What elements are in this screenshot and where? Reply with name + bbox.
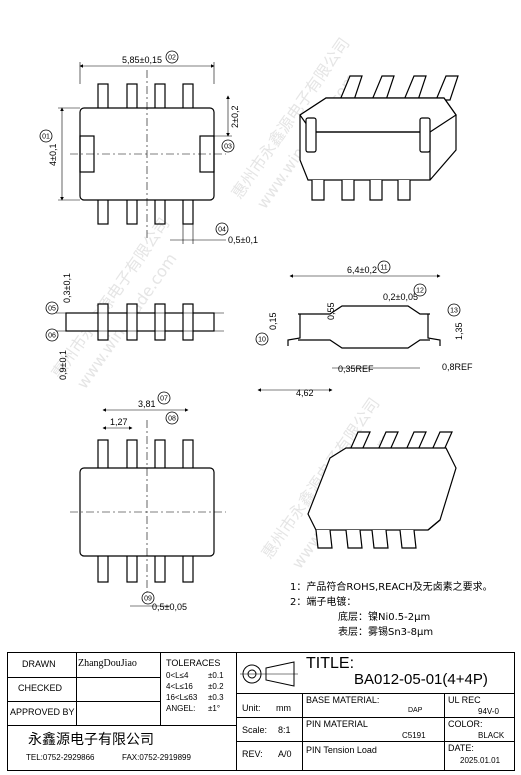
dim-03: 0,3±0,1 xyxy=(62,273,72,303)
balloon-06: 06 xyxy=(45,328,59,342)
technical-drawing: 惠州市永鑫源电子有限公司 www.win-made.com 惠州市永鑫源电子有限… xyxy=(39,34,473,612)
profile-view xyxy=(257,274,441,392)
pin-material-value: C5191 xyxy=(402,731,426,740)
balloon-10: 10 xyxy=(255,332,269,346)
svg-text:08: 08 xyxy=(168,416,176,423)
top-view xyxy=(58,62,232,244)
svg-text:11: 11 xyxy=(380,265,387,272)
ul-label: UL REC xyxy=(448,695,481,705)
note-3: 底层：镍Ni0.5-2μm xyxy=(338,612,431,623)
tol-range-1: 0<L≤4 xyxy=(166,671,189,680)
drawn-label: DRAWN xyxy=(22,659,56,669)
title-label: TITLE: xyxy=(306,655,355,672)
rev-value: A/0 xyxy=(278,749,292,759)
top-view-labels: 5,85±0,15 4±0,1 2±0,2 0,5±0,1 xyxy=(48,55,258,245)
tol-val-2: ±0.2 xyxy=(208,682,224,691)
dim-381: 3,81 xyxy=(138,399,156,409)
drawn-value: ZhangDouJiao xyxy=(78,658,137,669)
svg-text:09: 09 xyxy=(144,596,152,603)
color-label: COLOR: xyxy=(448,719,483,729)
balloon-02: 02 xyxy=(165,50,179,64)
checked-label: CHECKED xyxy=(18,683,63,693)
svg-text:05: 05 xyxy=(48,306,56,313)
tol-range-4: ANGEL: xyxy=(166,704,196,713)
svg-text:02: 02 xyxy=(168,55,176,62)
date-label: DATE: xyxy=(448,743,474,753)
dim-055: 0,55 xyxy=(326,302,336,320)
dim-64: 6,4±0,2 xyxy=(347,265,377,275)
svg-text:01: 01 xyxy=(42,134,50,141)
bottom-view-labels: 3,81 1,27 0,5±0,05 xyxy=(110,399,187,612)
bottom-view xyxy=(70,408,226,607)
dim-015: 0,15 xyxy=(268,312,278,330)
svg-text:10: 10 xyxy=(258,337,266,344)
ul-value: 94V-0 xyxy=(478,707,499,716)
scale-label: Scale: xyxy=(242,725,268,735)
pin-tension-label: PIN Tension Load xyxy=(306,745,377,755)
svg-text:06: 06 xyxy=(48,333,56,340)
profile-view-labels: 6,4±0,2 0,2±0,05 0,15 0,55 1,35 0,35REF … xyxy=(268,265,473,398)
balloon-04: 04 xyxy=(215,222,229,236)
dim-2: 2±0,2 xyxy=(230,106,240,128)
rev-label: REV: xyxy=(242,749,263,759)
dim-08: 0,8REF xyxy=(442,362,473,372)
side-view-labels: 0,3±0,1 0,9±0,1 xyxy=(58,273,72,380)
unit-label: Unit: xyxy=(242,703,261,713)
balloon-05: 05 xyxy=(45,301,59,315)
company-name: 永鑫源电子有限公司 xyxy=(28,732,154,748)
note-2: 2：端子电镀： xyxy=(290,597,357,608)
balloons: 01 02 03 04 05 06 07 08 09 10 11 12 13 xyxy=(39,50,461,605)
balloon-08: 08 xyxy=(165,411,179,425)
dim-width-body: 5,85±0,15 xyxy=(122,55,162,65)
dim-462: 4,62 xyxy=(296,388,314,398)
base-material-label: BASE MATERIAL: xyxy=(306,695,380,705)
dim-05b: 0,5±0,05 xyxy=(152,602,187,612)
projection-symbol-icon xyxy=(240,661,298,687)
dim-height-body: 4±0,1 xyxy=(48,144,58,166)
company-tel: TEL:0752-2929866 xyxy=(26,753,95,762)
tol-range-2: 4<L≤16 xyxy=(166,682,193,691)
dim-135: 1,35 xyxy=(454,322,464,340)
balloon-11: 11 xyxy=(377,260,391,274)
scale-value: 8:1 xyxy=(278,725,291,735)
tol-val-4: ±1° xyxy=(208,704,221,713)
dim-127: 1,27 xyxy=(110,417,128,427)
balloon-09: 09 xyxy=(141,591,155,605)
company-fax: FAX:0752-2919899 xyxy=(122,753,191,762)
svg-text:04: 04 xyxy=(218,227,226,234)
dim-02: 0,2±0,05 xyxy=(383,292,418,302)
base-material-value: DAP xyxy=(408,707,423,714)
title-block: DRAWN ZhangDouJiao CHECKED APPROVED BY T… xyxy=(7,652,515,771)
balloon-12: 12 xyxy=(413,283,427,297)
approved-label: APPROVED BY xyxy=(10,707,75,717)
notes: 1：产品符合ROHS,REACH及无卤素之要求。 2：端子电镀： 底层：镍Ni0… xyxy=(290,580,493,640)
pin-material-label: PIN MATERIAL xyxy=(306,719,368,729)
svg-text:13: 13 xyxy=(450,308,458,315)
note-4: 表层：雾锡Sn3-8μm xyxy=(338,627,434,638)
iso-view-top xyxy=(299,75,459,201)
balloon-03: 03 xyxy=(221,139,235,153)
svg-text:03: 03 xyxy=(224,144,232,151)
svg-text:12: 12 xyxy=(416,288,424,295)
dim-09: 0,9±0,1 xyxy=(58,350,68,380)
dim-035: 0,35REF xyxy=(338,364,374,374)
tolerances-label: TOLERACES xyxy=(166,658,221,668)
unit-value: mm xyxy=(276,703,291,713)
note-1: 1：产品符合ROHS,REACH及无卤素之要求。 xyxy=(290,582,493,593)
iso-view-bottom xyxy=(307,431,457,549)
balloon-01: 01 xyxy=(39,129,53,143)
dim-05: 0,5±0,1 xyxy=(228,235,258,245)
tol-range-3: 16<L≤63 xyxy=(166,693,198,702)
color-value: BLACK xyxy=(478,731,505,740)
balloon-13: 13 xyxy=(447,303,461,317)
tol-val-3: ±0.3 xyxy=(208,693,224,702)
side-view xyxy=(56,303,224,341)
tol-val-1: ±0.1 xyxy=(208,671,224,680)
date-value: 2025.01.01 xyxy=(460,756,501,765)
title-value: BA012-05-01(4+4P) xyxy=(354,671,488,688)
balloon-07: 07 xyxy=(157,391,171,405)
svg-text:07: 07 xyxy=(160,396,168,403)
